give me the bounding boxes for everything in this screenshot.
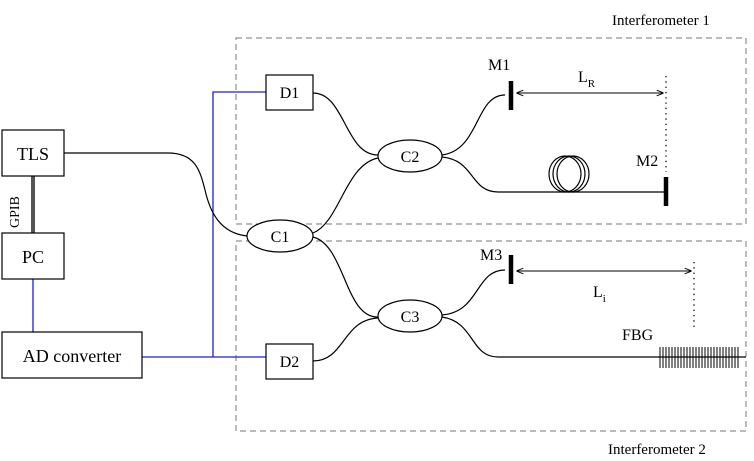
fiber-c1-to-c2 bbox=[312, 157, 379, 234]
fiber-c3-to-fbg bbox=[441, 316, 746, 358]
mirror-m2-label: M2 bbox=[636, 153, 658, 170]
fbg-label: FBG bbox=[622, 327, 654, 344]
ad-converter-box bbox=[1, 331, 143, 379]
d2-box bbox=[265, 343, 314, 380]
d1-label: D1 bbox=[280, 85, 300, 102]
pc-box bbox=[1, 232, 65, 280]
fiber-coil-icon bbox=[548, 155, 590, 193]
fiber-c3-to-m3 bbox=[441, 269, 506, 316]
fiber-d2-to-c3 bbox=[312, 317, 379, 362]
fiber-d1-to-c2 bbox=[312, 92, 379, 156]
d1-box bbox=[265, 74, 314, 111]
fbg-grating-icon bbox=[659, 347, 739, 368]
coupler-c1 bbox=[246, 219, 314, 253]
coupler-c3-label: C3 bbox=[401, 309, 420, 326]
interferometer-2-box bbox=[235, 240, 747, 432]
d2-label: D2 bbox=[280, 354, 300, 371]
length-label-li: Li bbox=[593, 284, 606, 305]
interferometer-1-box bbox=[235, 37, 747, 225]
interferometer-2-label: Interferometer 2 bbox=[608, 442, 706, 458]
ad-converter-label: AD converter bbox=[23, 346, 121, 366]
wire-junction-to-d1 bbox=[212, 91, 266, 357]
pc-label: PC bbox=[22, 247, 44, 267]
fiber-tls-to-c1 bbox=[64, 152, 248, 237]
fiber-c2-to-m1 bbox=[441, 94, 506, 156]
interferometer-1-label: Interferometer 1 bbox=[612, 13, 710, 29]
fiber-c2-to-m2 bbox=[441, 156, 664, 193]
coupler-c2-label: C2 bbox=[401, 149, 420, 166]
tls-box bbox=[1, 129, 65, 177]
tls-label: TLS bbox=[17, 144, 49, 164]
fiber-c1-to-c3 bbox=[312, 236, 379, 318]
mirror-m1-label: M1 bbox=[488, 57, 510, 74]
coupler-c2 bbox=[377, 139, 443, 173]
mirror-m3-label: M3 bbox=[480, 247, 502, 264]
coupler-c1-label: C1 bbox=[271, 229, 290, 246]
coupler-c3 bbox=[377, 299, 443, 333]
length-label-lr: LR bbox=[578, 69, 596, 90]
gpib-label: GPIB bbox=[8, 196, 23, 228]
